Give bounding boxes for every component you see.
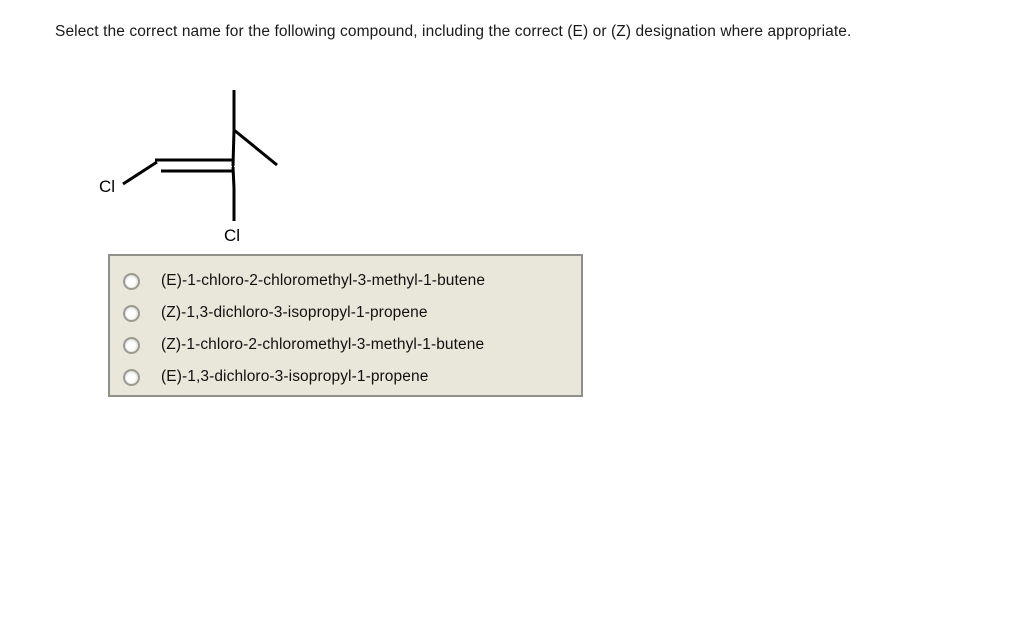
option-label-b: (Z)-1,3-dichloro-3-isopropyl-1-propene [161, 304, 428, 321]
radio-button-a[interactable] [123, 272, 140, 290]
bond-c2-c3 [231, 129, 236, 167]
answer-options-box: (E)-1-chloro-2-chloromethyl-3-methyl-1-b… [108, 254, 583, 397]
option-row-d[interactable]: (E)-1,3-dichloro-3-isopropyl-1-propene [110, 361, 581, 393]
radio-button-b[interactable] [123, 304, 140, 322]
chemical-structure-diagram: Cl Cl [85, 78, 325, 258]
bond-c2-to-ch2 [231, 166, 236, 189]
option-row-a[interactable]: (E)-1-chloro-2-chloromethyl-3-methyl-1-b… [110, 265, 581, 297]
structure-svg: Cl Cl [99, 90, 278, 245]
option-label-d: (E)-1,3-dichloro-3-isopropyl-1-propene [161, 368, 429, 385]
option-row-c[interactable]: (Z)-1-chloro-2-chloromethyl-3-methyl-1-b… [110, 329, 581, 361]
atom-label-chlorine-left: Cl [99, 177, 115, 196]
radio-button-d[interactable] [123, 368, 140, 386]
bond-c1-chlorine [122, 160, 158, 186]
option-label-c: (Z)-1-chloro-2-chloromethyl-3-methyl-1-b… [161, 336, 485, 353]
option-row-b[interactable]: (Z)-1,3-dichloro-3-isopropyl-1-propene [110, 297, 581, 329]
options-list: (E)-1-chloro-2-chloromethyl-3-methyl-1-b… [110, 256, 581, 393]
bond-group [122, 90, 278, 221]
atom-label-chlorine-bottom: Cl [224, 226, 240, 245]
question-prompt: Select the correct name for the followin… [55, 23, 852, 40]
option-label-a: (E)-1-chloro-2-chloromethyl-3-methyl-1-b… [161, 272, 486, 289]
radio-button-c[interactable] [123, 336, 140, 354]
bond-c3-methyl-right [233, 128, 278, 167]
